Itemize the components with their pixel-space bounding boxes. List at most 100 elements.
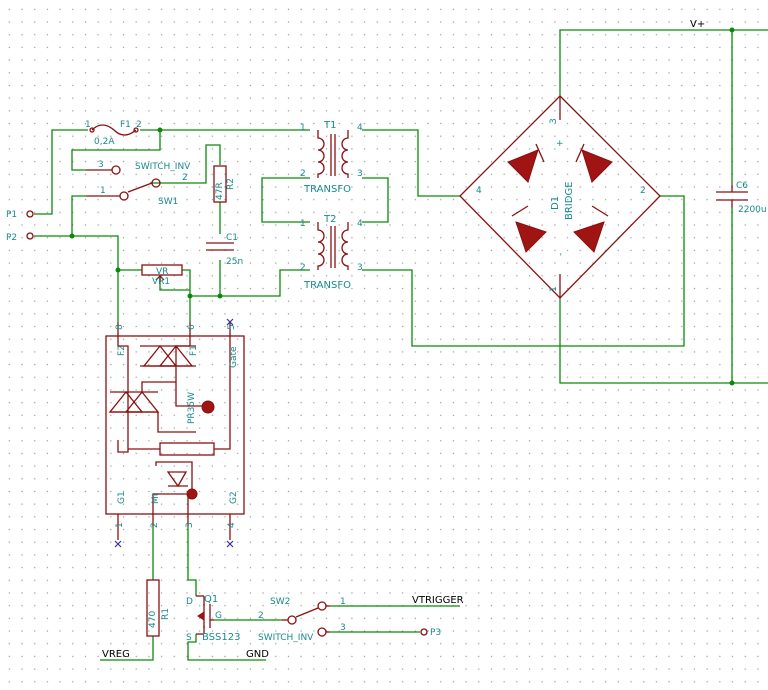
capacitor-c6[interactable]: C6 2200u <box>716 181 767 215</box>
ic-internal <box>157 412 196 433</box>
t1-pin2: 2 <box>300 169 306 179</box>
net-label-gnd: GND <box>246 649 269 660</box>
t1-ref: T1 <box>323 120 336 131</box>
wire-t2-bridge <box>362 195 685 347</box>
q1-value: BSS123 <box>202 632 240 643</box>
c6-value: 2200u <box>738 205 767 215</box>
capacitor-c1[interactable]: C1 25n <box>206 233 243 267</box>
wire-t2-2 <box>190 269 310 297</box>
ic-label-g2: G2 <box>229 491 239 504</box>
port-p3-pin[interactable] <box>420 628 428 636</box>
wire-vr-right <box>182 269 191 322</box>
fuse-pin1: 1 <box>85 120 91 130</box>
wire-sw1-r2 <box>150 144 221 184</box>
ic-value: PR35W <box>187 392 197 424</box>
potentiometer-vr1[interactable]: VR VR1 <box>141 264 183 287</box>
wires <box>34 29 768 661</box>
wire-gnd <box>187 634 266 661</box>
vr1-body <box>141 264 183 276</box>
ic-label-mt: Mt <box>151 492 161 504</box>
ic-pr35w[interactable]: PR35W F2 F1 Gate G1 Mt G2 8 6 5 1 2 3 4 <box>105 318 245 548</box>
sw2-blade <box>295 607 319 618</box>
bridge-plus: + <box>556 139 564 149</box>
fuse-end <box>89 127 95 133</box>
bridge-pin2: 2 <box>640 186 646 196</box>
q1-pin-s: S <box>186 633 192 643</box>
net-label-vplus: V+ <box>690 19 705 30</box>
t2-secondary <box>341 222 349 270</box>
ic-node <box>186 488 198 500</box>
transformer-t2[interactable]: T2 TRANSFO 1 2 3 4 <box>300 214 363 291</box>
junction-dot <box>729 27 735 33</box>
port-p1-pin[interactable] <box>26 210 34 218</box>
ic-pin-1: 1 <box>115 522 125 528</box>
ic-pin-4: 4 <box>227 522 237 528</box>
r2-value: 47R <box>215 182 225 200</box>
transformer-t1[interactable]: T1 TRANSFO 1 2 3 4 <box>300 120 363 195</box>
sw1-pin3: 3 <box>98 160 104 170</box>
no-connect-icon <box>114 540 122 548</box>
vr1-wiper <box>155 275 165 282</box>
bridge-rectifier-d1[interactable]: D1 BRIDGE + - 3 1 4 2 <box>459 95 661 299</box>
diode-icon <box>581 149 613 183</box>
ic-internal <box>175 366 208 407</box>
bridge-ref: D1 <box>550 196 561 210</box>
ic-pin-8: 8 <box>115 324 125 330</box>
sw1-pin2: 2 <box>182 173 188 183</box>
fuse-end <box>133 127 139 133</box>
bridge-minus: - <box>556 253 566 256</box>
junction-dot <box>217 293 223 299</box>
wire-p1 <box>34 129 88 215</box>
wire-t1-t2-link-left <box>261 177 310 223</box>
bridge-value: BRIDGE <box>564 181 575 220</box>
r1-value: 470 <box>148 611 158 628</box>
fuse-body <box>91 124 137 136</box>
c1-ref: C1 <box>226 233 238 243</box>
fuse-value: 0,2A <box>94 137 115 147</box>
port-p1-label: P1 <box>6 210 17 220</box>
port-p1[interactable]: P1 <box>6 210 34 220</box>
ic-pin-6: 6 <box>187 324 197 330</box>
diode-bar <box>511 205 529 217</box>
port-p3-label: P3 <box>430 628 441 638</box>
ic-pin-2: 2 <box>150 522 160 528</box>
t2-pin2: 2 <box>300 263 306 273</box>
resistor-r2[interactable]: 47R R2 <box>213 165 236 203</box>
resistor-r1[interactable]: 470 R1 <box>146 579 171 637</box>
ic-internal <box>141 381 176 392</box>
switch-sw1[interactable]: 3 1 2 SWITCH_INV SW1 <box>86 160 191 207</box>
c6-ref: C6 <box>736 181 748 191</box>
sw2-pin1: 1 <box>340 597 346 607</box>
ic-label-gate: Gate <box>229 346 239 368</box>
diode-bar <box>535 143 545 163</box>
q1-pin-g: G <box>215 611 222 621</box>
sw2-contact-3 <box>317 627 327 637</box>
ic-internal <box>155 461 193 494</box>
diode-icon <box>507 149 539 183</box>
wire-bridge-minus <box>559 298 768 384</box>
ic-label-g1: G1 <box>117 491 127 504</box>
diode-bar <box>575 143 585 163</box>
fuse-pin2: 2 <box>136 120 142 130</box>
sw1-value: SWITCH_INV <box>135 162 191 172</box>
ic-label-f2: F2 <box>117 345 127 356</box>
mosfet-q1[interactable]: Q1 BSS123 D G S <box>186 594 240 643</box>
triac-icon <box>142 344 178 367</box>
port-p2-pin[interactable] <box>26 232 34 240</box>
sw1-pin1: 1 <box>100 186 106 196</box>
switch-sw2[interactable]: SW2 SWITCH_INV 2 1 3 <box>258 597 346 643</box>
q1-pin-d: D <box>186 597 193 607</box>
t1-primary <box>317 130 325 178</box>
t1-pin3: 3 <box>357 169 363 179</box>
port-p2[interactable]: P2 <box>6 232 34 243</box>
port-p3[interactable]: P3 <box>420 628 441 638</box>
diode-icon <box>573 221 605 253</box>
sw1-blade <box>127 182 153 193</box>
junction-dot <box>115 267 121 273</box>
fuse-f1[interactable]: F1 0,2A 1 2 <box>85 120 142 147</box>
fuse-ref: F1 <box>120 120 131 130</box>
q1-arrow-icon <box>197 611 205 621</box>
junction-dot <box>69 233 75 239</box>
wire-p2 <box>34 235 119 322</box>
